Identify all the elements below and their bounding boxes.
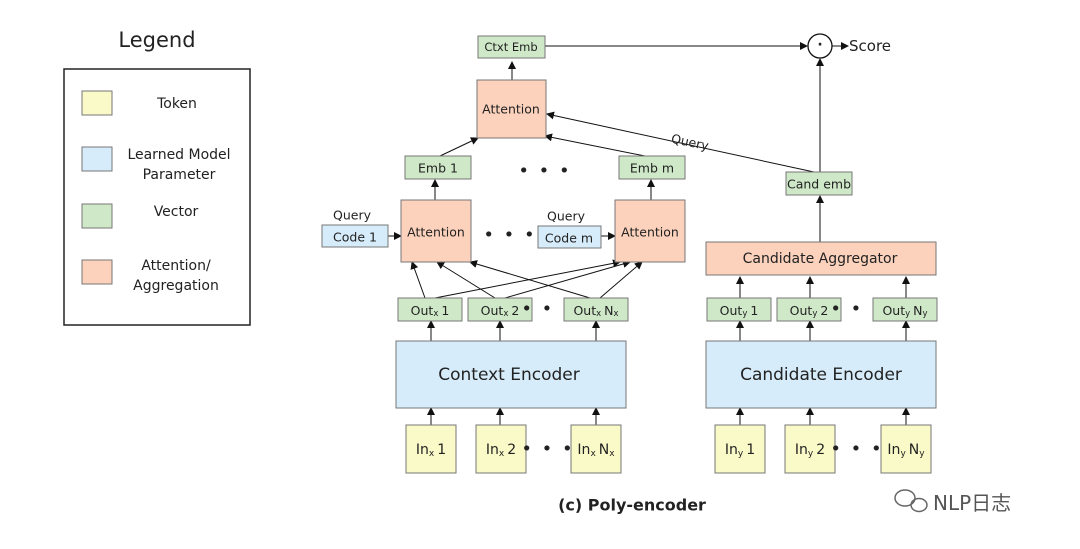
edges [388, 42, 910, 425]
context-query-label-1: Query [333, 208, 372, 223]
context-output-ellipsis: • • • [521, 299, 574, 320]
context-emb-1-label: Emb 1 [418, 161, 458, 176]
legend-label-param-line1: Learned Model [127, 147, 230, 163]
candidate-output-n [872, 297, 938, 322]
context-input-token-2 [475, 424, 527, 474]
top-query-label: Query [670, 131, 711, 154]
candidate-output-1 [706, 297, 772, 322]
context-attention-m-label: Attention [621, 225, 679, 240]
context-input-token-n [570, 424, 622, 474]
context-emb-ellipsis: • • • [518, 161, 571, 182]
candidate-aggregator [705, 241, 937, 276]
context-attention-1-label: Attention [407, 225, 465, 240]
candidate-input-ellipsis: • • • [830, 439, 883, 460]
dot-product-symbol: · [817, 37, 822, 53]
watermark: NLP日志 [894, 489, 1011, 515]
candidate-input-token-2 [784, 424, 836, 474]
legend-title: Legend [118, 28, 195, 52]
context-encoder [395, 340, 627, 409]
dot-product-node [807, 33, 833, 59]
context-attention-1 [400, 199, 472, 263]
context-attention-ellipsis: • • • [483, 225, 536, 246]
context-query-code-1 [321, 224, 389, 248]
context-query-label-m: Query [547, 209, 586, 224]
legend-label-attention-line2: Aggregation [133, 278, 219, 294]
score-label: Score [849, 37, 891, 55]
context-output-n [563, 297, 629, 322]
context-emb-m-label: Emb m [630, 161, 674, 176]
legend-label-param-line2: Parameter [143, 167, 216, 183]
context-query-code-m [537, 225, 602, 249]
context-output-2 [467, 297, 533, 322]
cand-emb-label: Cand emb [787, 177, 851, 192]
candidate-encoder-label: Candidate Encoder [740, 365, 902, 385]
candidate-aggregator-label: Candidate Aggregator [743, 251, 898, 267]
figure-caption: (c) Poly-encoder [558, 496, 706, 515]
candidate-input-token-1 [714, 424, 766, 474]
legend-swatch-vector [81, 203, 113, 229]
legend-swatch-param [81, 146, 113, 172]
legend-frame [63, 68, 251, 326]
context-output-1 [397, 297, 463, 322]
ctxt-emb-label: Ctxt Emb [484, 40, 537, 54]
candidate-output-ellipsis: • • • [830, 299, 883, 320]
legend-label-vector: Vector [154, 204, 199, 220]
context-attention-m [614, 199, 686, 263]
legend-swatch-attention [81, 259, 113, 285]
context-query-code-m-label: Code m [545, 231, 593, 246]
ctxt-emb [477, 35, 546, 59]
legend-swatch-token [81, 90, 113, 116]
context-emb-m [618, 155, 686, 180]
candidate-output-2 [776, 297, 842, 322]
legend: Legend Token Learned Model Parameter Vec… [63, 28, 251, 326]
context-query-code-1-label: Code 1 [333, 230, 377, 245]
top-attention-label: Attention [482, 102, 540, 117]
candidate-input-token-n [880, 424, 932, 474]
wechat-icon [894, 489, 928, 513]
legend-label-attention-line1: Attention/ [141, 258, 211, 274]
context-encoder-label: Context Encoder [438, 365, 580, 385]
legend-label-token: Token [156, 96, 197, 112]
watermark-text: NLP日志 [933, 491, 1011, 515]
top-attention [476, 79, 547, 139]
context-emb-1 [404, 155, 472, 180]
candidate-encoder [705, 340, 937, 409]
cand-emb [785, 171, 853, 196]
context-input-token-1 [405, 424, 457, 474]
context-input-ellipsis: • • • [521, 439, 574, 460]
